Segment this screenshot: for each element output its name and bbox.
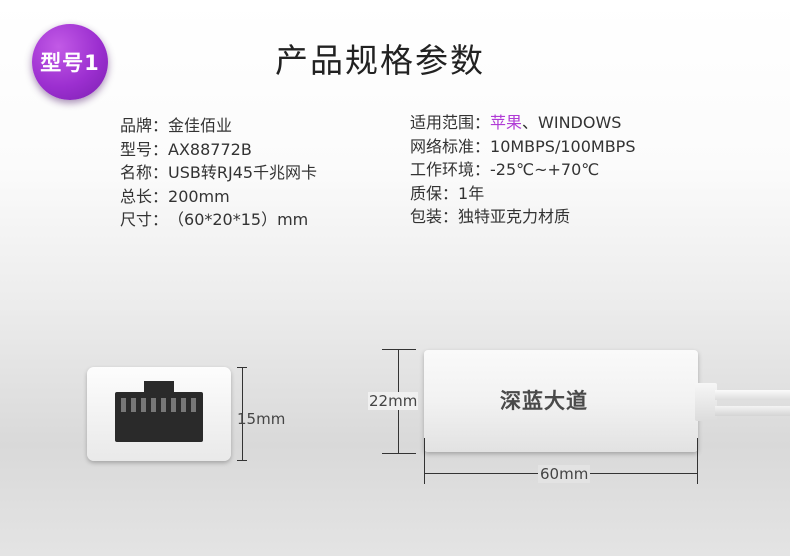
page-title-text: 产品规格参数 — [275, 41, 485, 80]
adapter-body-image — [424, 350, 698, 452]
device-length-label: 60mm — [538, 465, 591, 483]
rj45-socket — [115, 392, 203, 442]
rj45-clip — [144, 381, 174, 393]
rj45-pin — [131, 398, 136, 412]
spec-value: 金佳佰业 — [168, 116, 233, 135]
rj45-port-image — [87, 367, 231, 461]
spec-list-left: 品牌：金佳佰业 型号：AX88772B 名称：USB转RJ45千兆网卡 总长：2… — [120, 114, 317, 232]
spec-label: 包装： — [410, 207, 459, 226]
rj-height-line — [242, 367, 243, 461]
usb-cable-shadow — [715, 406, 790, 416]
rj45-pin — [171, 398, 176, 412]
spec-value: AX88772B — [168, 139, 252, 159]
spec-value: -25℃~+70℃ — [490, 160, 600, 179]
device-height-tick — [382, 453, 416, 454]
spec-label: 名称： — [120, 163, 169, 182]
spec-label: 型号： — [120, 139, 169, 159]
spec-row: 包装：独特亚克力材质 — [410, 205, 635, 229]
spec-label: 工作环境： — [410, 160, 491, 179]
spec-value: 1年 — [458, 183, 485, 203]
spec-row: 适用范围：苹果、WINDOWS — [410, 111, 635, 135]
brand-logo: 深蓝大道 — [500, 389, 588, 413]
device-length-tick — [424, 438, 425, 484]
spec-row: 尺寸：（60*20*15）mm — [120, 208, 317, 232]
rj45-pin — [151, 398, 156, 412]
spec-label: 品牌： — [120, 116, 169, 135]
spec-row: 网络标准：10MBPS/100MBPS — [410, 135, 635, 159]
rj45-pin — [161, 398, 166, 412]
rj-height-tick — [237, 367, 247, 368]
spec-row: 型号：AX88772B — [120, 138, 317, 162]
spec-list-right: 适用范围：苹果、WINDOWS 网络标准：10MBPS/100MBPS 工作环境… — [410, 111, 635, 229]
rj45-pin — [141, 398, 146, 412]
device-height-tick — [382, 349, 416, 350]
spec-row: 总长：200mm — [120, 185, 317, 209]
spec-label: 总长： — [120, 186, 169, 206]
spec-row: 工作环境：-25℃~+70℃ — [410, 158, 635, 182]
rj-height-label: 15mm — [237, 410, 286, 428]
spec-value: 、WINDOWS — [522, 113, 622, 132]
rj45-pin — [121, 398, 126, 412]
model-badge: 型号1 — [32, 24, 108, 100]
spec-label: 尺寸： — [120, 210, 169, 229]
page-title: 产品规格参数 — [0, 34, 790, 82]
rj45-pin — [191, 398, 196, 412]
spec-value: 独特亚克力材质 — [458, 207, 571, 226]
spec-label: 网络标准： — [410, 136, 491, 156]
device-height-label: 22mm — [368, 392, 419, 410]
spec-label: 适用范围： — [410, 113, 491, 132]
usb-cable — [715, 390, 790, 400]
device-length-tick — [697, 438, 698, 484]
rj45-pin — [181, 398, 186, 412]
spec-value: USB转RJ45千兆网卡 — [168, 163, 318, 182]
spec-label: 质保： — [410, 183, 459, 203]
spec-row: 名称：USB转RJ45千兆网卡 — [120, 161, 317, 185]
rj-height-tick — [237, 460, 247, 461]
spec-value: 200mm — [168, 186, 230, 206]
spec-row: 品牌：金佳佰业 — [120, 114, 317, 138]
spec-row: 质保：1年 — [410, 182, 635, 206]
adapter-neck — [695, 383, 717, 421]
spec-value-highlight: 苹果 — [490, 113, 523, 132]
spec-value: 10MBPS/100MBPS — [490, 136, 636, 156]
spec-value: （60*20*15）mm — [168, 210, 309, 229]
